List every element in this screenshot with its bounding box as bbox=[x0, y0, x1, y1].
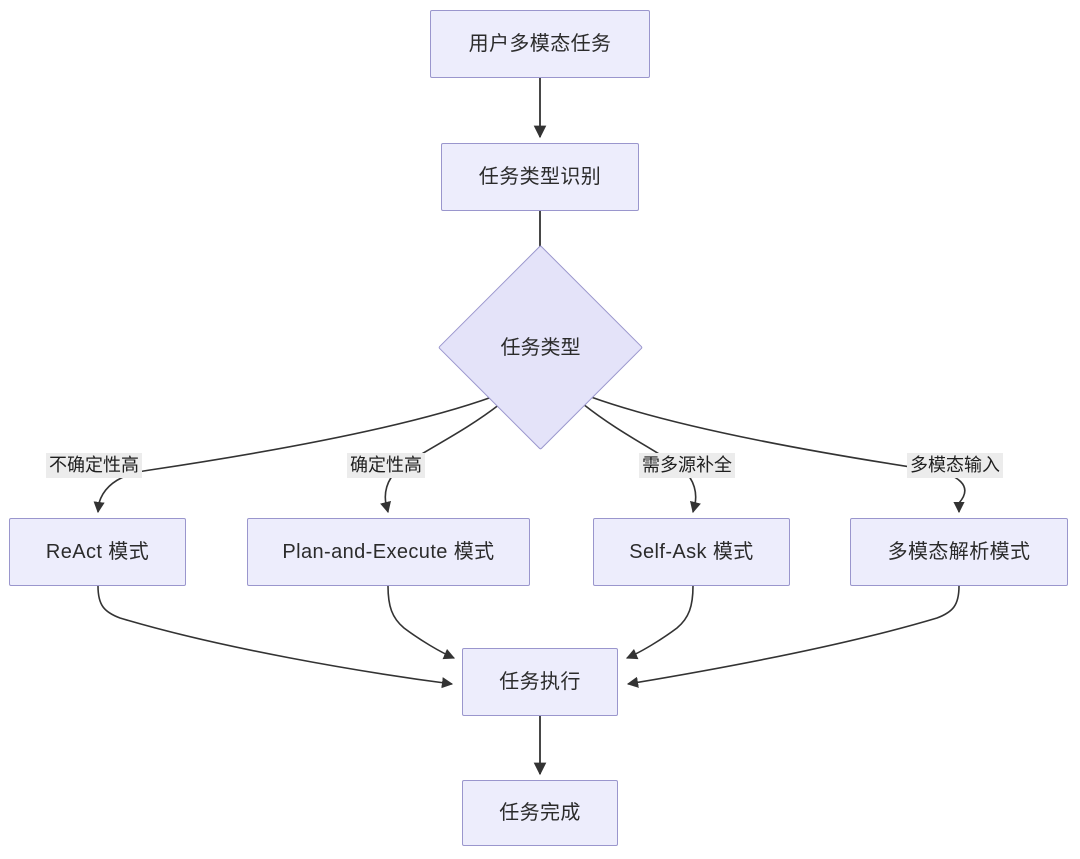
node-self-ask-mode[interactable]: Self-Ask 模式 bbox=[593, 518, 790, 586]
node-task-type-decision[interactable]: 任务类型 bbox=[437, 244, 644, 451]
node-plan-and-execute-mode[interactable]: Plan-and-Execute 模式 bbox=[247, 518, 530, 586]
node-react-mode-label: ReAct 模式 bbox=[45, 541, 150, 563]
node-task-classification-label: 任务类型识别 bbox=[478, 166, 602, 188]
node-start[interactable]: 用户多模态任务 bbox=[430, 10, 650, 78]
node-self-ask-mode-label: Self-Ask 模式 bbox=[629, 541, 754, 563]
node-multimodal-parse-mode-label: 多模态解析模式 bbox=[887, 541, 1031, 563]
node-plan-and-execute-mode-label: Plan-and-Execute 模式 bbox=[282, 541, 495, 563]
edge-plan-to-execute bbox=[387, 585, 456, 660]
edge-label-certainty-high: 确定性高 bbox=[347, 453, 425, 478]
node-multimodal-parse-mode[interactable]: 多模态解析模式 bbox=[850, 518, 1068, 586]
node-task-execute[interactable]: 任务执行 bbox=[462, 648, 618, 716]
node-start-label: 用户多模态任务 bbox=[468, 33, 612, 55]
node-task-done-label: 任务完成 bbox=[499, 802, 581, 824]
node-react-mode[interactable]: ReAct 模式 bbox=[9, 518, 186, 586]
node-task-done[interactable]: 任务完成 bbox=[462, 780, 618, 846]
edge-label-multimodal-input: 多模态输入 bbox=[907, 453, 1003, 478]
edge-react-to-execute bbox=[97, 585, 454, 689]
edge-decision-to-react bbox=[93, 396, 493, 514]
edge-label-uncertainty-high: 不确定性高 bbox=[46, 453, 142, 478]
node-task-execute-label: 任务执行 bbox=[499, 671, 581, 693]
edge-selfask-to-execute bbox=[625, 585, 694, 660]
node-task-classification[interactable]: 任务类型识别 bbox=[441, 143, 639, 211]
node-task-type-decision-label: 任务类型 bbox=[500, 336, 581, 359]
edge-label-multi-source-completion: 需多源补全 bbox=[639, 453, 735, 478]
edge-multimodal-to-execute bbox=[626, 585, 960, 688]
